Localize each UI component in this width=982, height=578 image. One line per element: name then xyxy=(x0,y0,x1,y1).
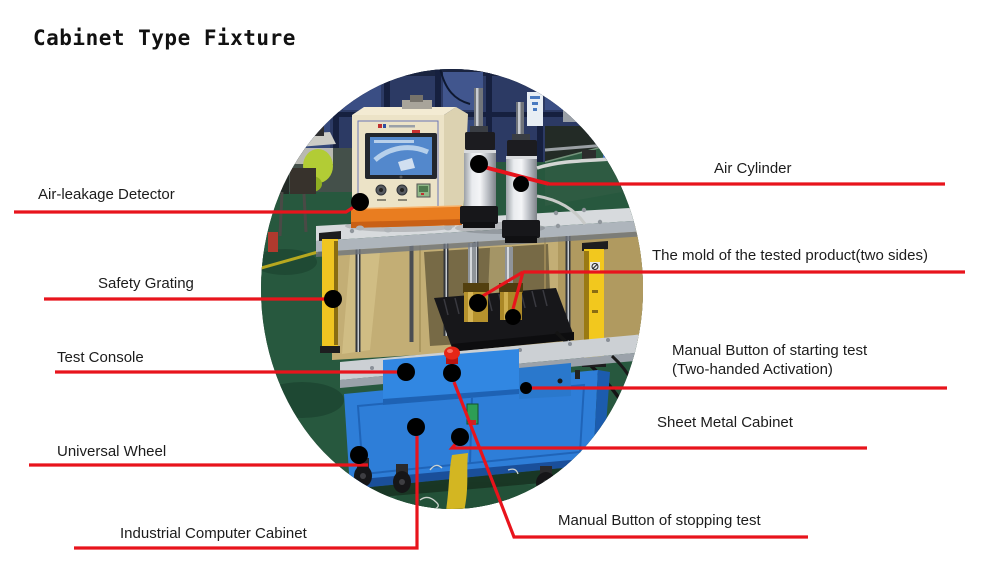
x-marker-industrial-computer-cabinet xyxy=(407,418,425,436)
label-stop-button: Manual Button of stopping test xyxy=(558,512,761,529)
leader-industrial-computer-cabinet xyxy=(74,436,419,550)
x-marker-air-cylinder-left xyxy=(470,155,488,173)
x-marker-stop-button xyxy=(443,364,461,382)
x-marker-sheet-metal-cabinet xyxy=(451,428,469,446)
floor-details xyxy=(299,453,519,509)
label-test-console: Test Console xyxy=(57,349,144,366)
leader-air-leakage-detector xyxy=(14,203,358,214)
leader-air-cylinder-branch xyxy=(483,165,550,186)
x-marker-mold-right xyxy=(505,309,521,325)
label-mold-of-tested-product: The mold of the tested product(two sides… xyxy=(652,247,928,264)
label-sheet-metal-cabinet: Sheet Metal Cabinet xyxy=(657,414,793,431)
label-start-button-line1: Manual Button of starting test xyxy=(672,342,868,359)
leader-mold-branch-right xyxy=(511,271,525,310)
leader-mold-branch-left xyxy=(480,270,524,299)
label-air-leakage-detector: Air-leakage Detector xyxy=(38,186,175,203)
x-marker-universal-wheel xyxy=(350,446,368,464)
label-industrial-computer-cabinet: Industrial Computer Cabinet xyxy=(120,525,307,542)
yellow-floor-stripe xyxy=(444,453,468,509)
label-universal-wheel: Universal Wheel xyxy=(57,443,167,460)
page-title: Cabinet Type Fixture xyxy=(33,26,296,50)
x-marker-safety-grating xyxy=(324,290,342,308)
label-start-button: Manual Button of starting test (Two-hand… xyxy=(672,341,867,379)
label-safety-grating: Safety Grating xyxy=(98,275,194,292)
leader-sheet-metal-cabinet xyxy=(448,439,867,450)
x-marker-test-console xyxy=(397,363,415,381)
x-marker-air-cylinder-right xyxy=(513,176,529,192)
x-marker-start-button xyxy=(520,382,532,394)
x-marker-air-leakage-detector xyxy=(351,193,369,211)
air-leakage-detector-device xyxy=(350,95,468,233)
detector-logo xyxy=(378,124,382,128)
label-air-cylinder: Air Cylinder xyxy=(714,160,792,177)
label-start-button-line2: (Two-handed Activation) xyxy=(672,361,833,378)
leader-stop-button xyxy=(452,381,808,539)
x-marker-mold-left xyxy=(469,294,487,312)
